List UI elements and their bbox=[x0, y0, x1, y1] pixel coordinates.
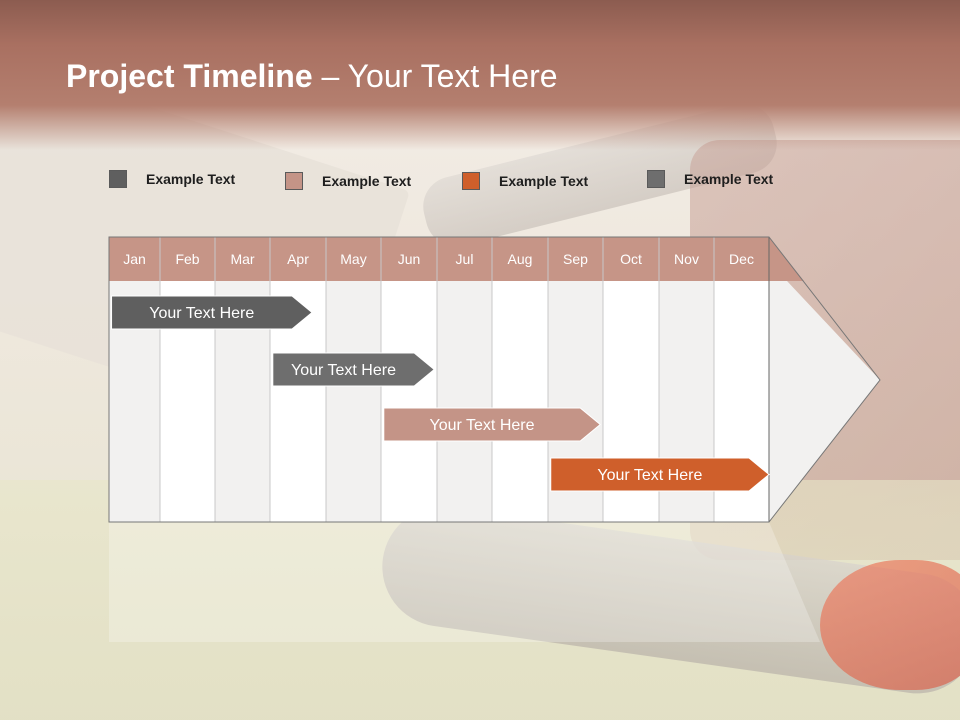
legend-label-2: Example Text bbox=[322, 173, 412, 189]
task-bar-label: Your Text Here bbox=[149, 305, 254, 322]
month-column-aug bbox=[492, 281, 548, 522]
month-label-may: May bbox=[340, 251, 366, 267]
legend-item-1: Example Text bbox=[109, 170, 235, 188]
task-bar-2[interactable]: Your Text Here bbox=[272, 352, 435, 387]
legend-item-3: Example Text bbox=[462, 172, 588, 190]
month-label-mar: Mar bbox=[230, 251, 254, 267]
month-column-jul bbox=[437, 281, 492, 522]
month-label-nov: Nov bbox=[674, 251, 699, 267]
legend-label-3: Example Text bbox=[499, 173, 589, 189]
legend-item-4: Example Text bbox=[647, 170, 773, 188]
month-label-dec: Dec bbox=[729, 251, 754, 267]
month-header-row: Jan Feb Mar Apr May Jun Jul Aug Sep Oct Nov Dec bbox=[109, 237, 804, 281]
month-column-jun bbox=[381, 281, 437, 522]
task-bar-shape[interactable] bbox=[272, 352, 435, 387]
task-bar-shape[interactable] bbox=[383, 407, 602, 442]
month-label-apr: Apr bbox=[287, 251, 309, 267]
legend-swatch-1 bbox=[109, 170, 127, 188]
task-bar-label: Your Text Here bbox=[291, 362, 396, 379]
task-bar-1[interactable]: Your Text Here bbox=[111, 295, 313, 330]
task-bar-label: Your Text Here bbox=[597, 467, 702, 484]
slide-title[interactable]: Project Timeline – Your Text Here bbox=[66, 58, 558, 95]
arrow-tip bbox=[769, 281, 880, 522]
header-row-band bbox=[109, 237, 804, 281]
month-column-may bbox=[326, 281, 381, 522]
background-airplane-nose bbox=[820, 560, 960, 690]
legend-item-2: Example Text bbox=[285, 172, 411, 190]
title-bold-part: Project Timeline bbox=[66, 58, 313, 94]
timeline-reflection bbox=[109, 522, 820, 642]
task-bar-shape[interactable] bbox=[111, 295, 313, 330]
month-label-jan: Jan bbox=[123, 251, 146, 267]
reflection-shape bbox=[109, 522, 820, 642]
task-bar-shape[interactable] bbox=[550, 457, 770, 492]
legend-label-1: Example Text bbox=[146, 171, 236, 187]
task-bar-3[interactable]: Your Text Here bbox=[383, 407, 602, 442]
month-label-aug: Aug bbox=[508, 251, 533, 267]
month-label-sep: Sep bbox=[563, 251, 588, 267]
title-rest-part: – Your Text Here bbox=[312, 58, 558, 94]
month-label-oct: Oct bbox=[620, 251, 642, 267]
month-label-jun: Jun bbox=[398, 251, 421, 267]
legend-swatch-2 bbox=[285, 172, 303, 190]
title-banner bbox=[0, 0, 960, 150]
timeline-border bbox=[108, 236, 881, 523]
month-label-feb: Feb bbox=[175, 251, 199, 267]
task-bar-label: Your Text Here bbox=[430, 417, 535, 434]
legend-swatch-3 bbox=[462, 172, 480, 190]
legend-label-4: Example Text bbox=[684, 171, 774, 187]
legend-swatch-4 bbox=[647, 170, 665, 188]
month-label-jul: Jul bbox=[456, 251, 474, 267]
task-bar-4[interactable]: Your Text Here bbox=[550, 457, 770, 492]
